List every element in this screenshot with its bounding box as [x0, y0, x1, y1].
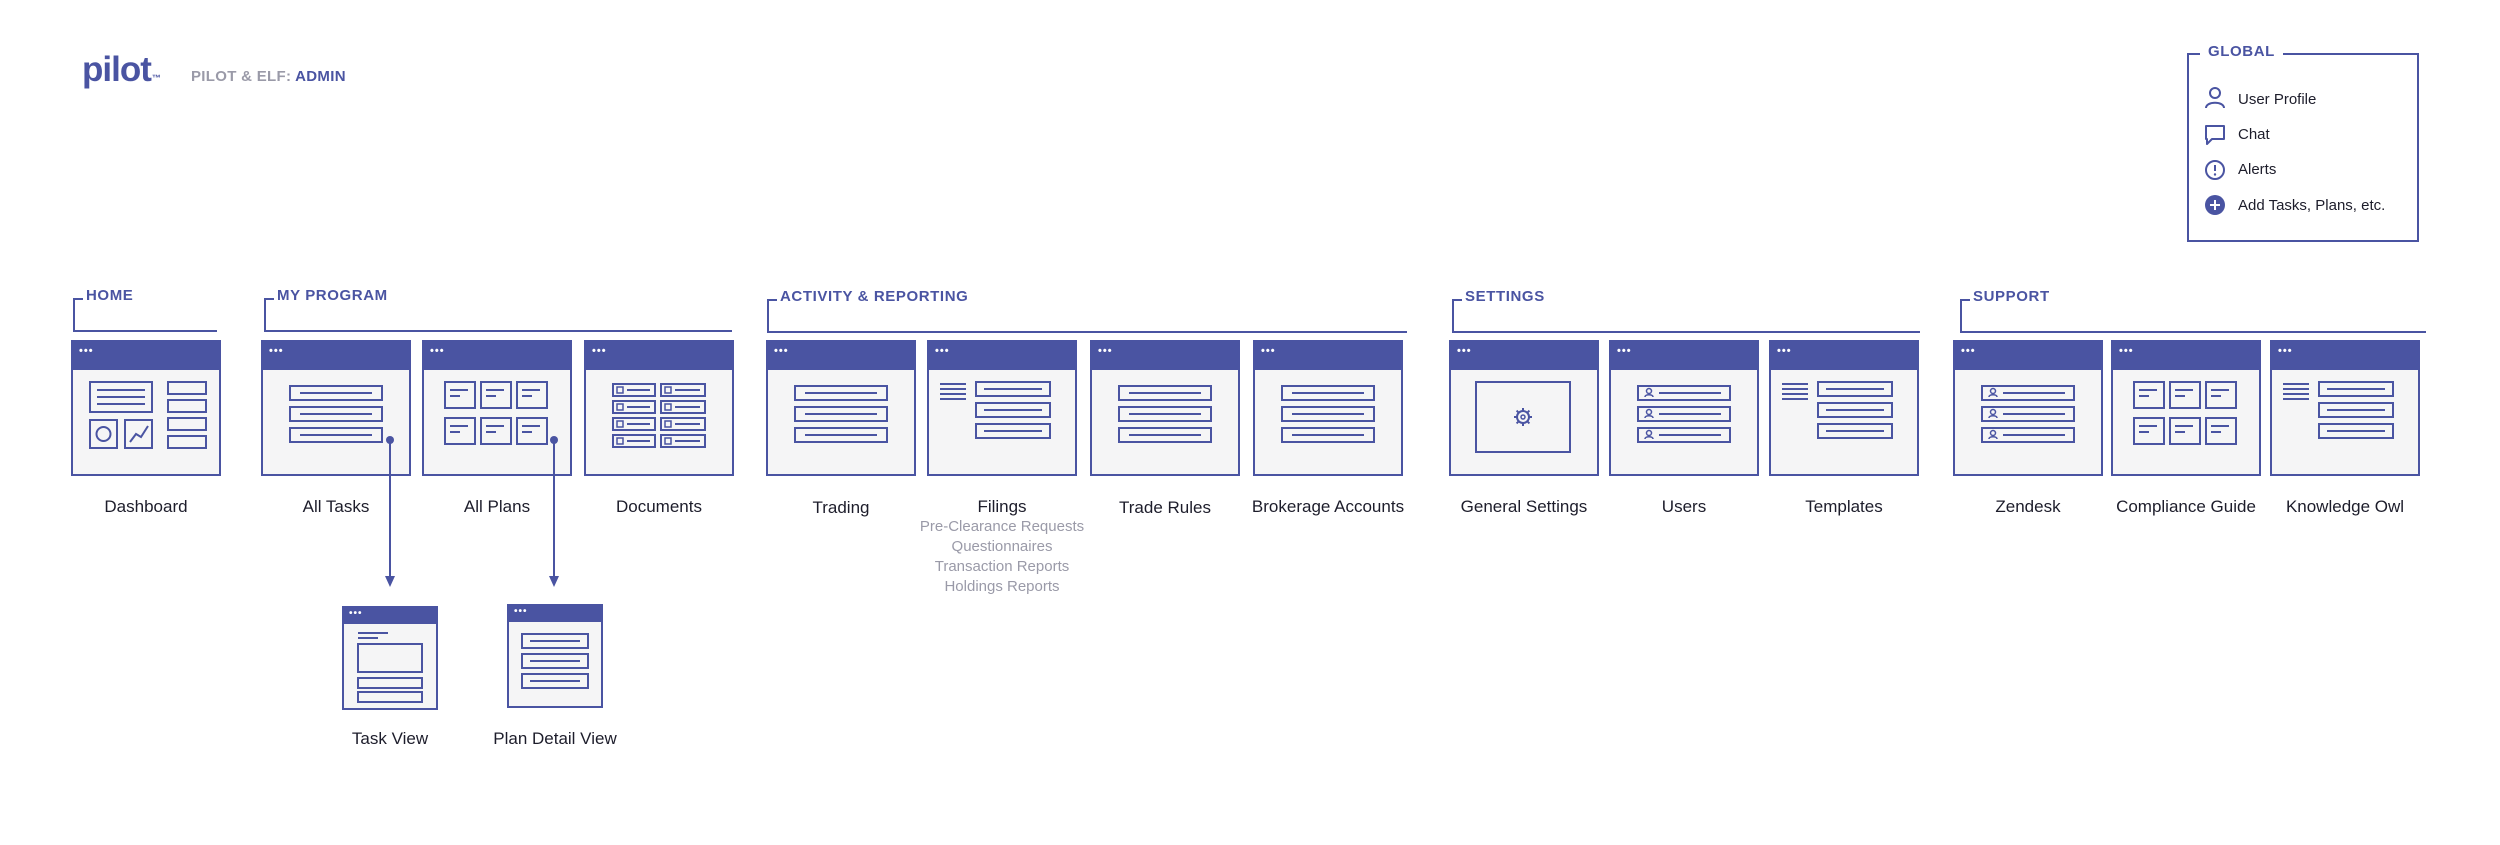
- filings-subitem: Holdings Reports: [944, 578, 1060, 595]
- page-templates[interactable]: •••: [1769, 340, 1919, 476]
- page-label-task-view: Task View: [351, 729, 429, 748]
- page-general-settings[interactable]: •••: [1449, 340, 1599, 476]
- pilot-logo: pilot™: [82, 50, 161, 89]
- page-label-users: Users: [1661, 497, 1707, 516]
- list-wireframe-icon: [289, 385, 383, 443]
- page-brokerage-accounts[interactable]: •••: [1253, 340, 1403, 476]
- sidebar-list-icon: [1782, 381, 1893, 439]
- section-line-support: [1960, 331, 2426, 333]
- section-line-home: [73, 330, 217, 332]
- section-title-my-program: MY PROGRAM: [277, 287, 388, 304]
- section-bracket-settings: [1452, 299, 1462, 331]
- page-all-plans[interactable]: •••: [422, 340, 572, 476]
- page-label-all-plans: All Plans: [463, 497, 531, 516]
- section-title-home: HOME: [86, 287, 134, 304]
- user-icon[interactable]: [2204, 86, 2226, 110]
- page-all-tasks[interactable]: •••: [261, 340, 411, 476]
- list-wireframe-icon: [794, 385, 888, 443]
- page-users[interactable]: •••: [1609, 340, 1759, 476]
- global-item-alerts[interactable]: Alerts: [2238, 161, 2277, 178]
- page-label-compliance-guide: Compliance Guide: [2116, 497, 2256, 516]
- page-label-brokerage-accounts: Brokerage Accounts: [1251, 497, 1405, 516]
- section-line-activity: [767, 331, 1407, 333]
- filings-subitem: Transaction Reports: [934, 558, 1070, 575]
- connector-arrow: [385, 436, 395, 587]
- page-label-filings: Filings: [977, 497, 1027, 516]
- sidebar-list-icon: [2283, 381, 2394, 439]
- section-line-settings: [1452, 331, 1920, 333]
- user-list-icon: [1981, 385, 2075, 443]
- document-list-icon: [612, 383, 706, 448]
- section-title-activity: ACTIVITY & REPORTING: [780, 288, 969, 305]
- detail-wireframe-icon: [357, 632, 423, 703]
- page-knowledge-owl[interactable]: •••: [2270, 340, 2420, 476]
- connector-arrow: [549, 436, 559, 587]
- global-item-user-profile[interactable]: User Profile: [2238, 91, 2317, 108]
- page-filings[interactable]: •••: [927, 340, 1077, 476]
- page-documents[interactable]: •••: [584, 340, 734, 476]
- section-title-support: SUPPORT: [1973, 288, 2050, 305]
- page-trading[interactable]: •••: [766, 340, 916, 476]
- add-icon[interactable]: [2204, 194, 2226, 216]
- filings-subitem: Pre-Clearance Requests: [919, 518, 1085, 535]
- section-bracket-support: [1960, 299, 1970, 331]
- page-label-templates: Templates: [1805, 497, 1883, 516]
- page-label-plan-detail-view: Plan Detail View: [493, 729, 617, 748]
- sidebar-list-icon: [940, 381, 1051, 439]
- global-title: GLOBAL: [2200, 43, 2283, 60]
- section-line-my-program: [264, 330, 732, 332]
- page-label-dashboard: Dashboard: [104, 497, 188, 516]
- settings-wireframe-icon: [1475, 381, 1571, 453]
- global-panel: [2187, 53, 2419, 242]
- user-list-icon: [1637, 385, 1731, 443]
- section-bracket-home: [73, 298, 83, 330]
- list-wireframe-icon: [1281, 385, 1375, 443]
- list-wireframe-icon: [1118, 385, 1212, 443]
- page-label-knowledge-owl: Knowledge Owl: [2285, 497, 2405, 516]
- global-item-add[interactable]: Add Tasks, Plans, etc.: [2238, 197, 2386, 214]
- page-label-all-tasks: All Tasks: [302, 497, 370, 516]
- dashboard-wireframe-icon: [89, 381, 207, 449]
- gear-icon: [1514, 408, 1532, 426]
- alert-icon[interactable]: [2204, 159, 2226, 181]
- list-wireframe-icon: [521, 633, 589, 689]
- page-trade-rules[interactable]: •••: [1090, 340, 1240, 476]
- grid-wireframe-icon: [444, 381, 548, 445]
- filings-subitem: Questionnaires: [951, 538, 1053, 555]
- page-label-trade-rules: Trade Rules: [1119, 498, 1211, 517]
- page-label-zendesk: Zendesk: [1995, 497, 2061, 516]
- app-subtitle: PILOT & ELF: ADMIN: [191, 68, 346, 85]
- page-label-general-settings: General Settings: [1460, 497, 1588, 516]
- section-bracket-my-program: [264, 298, 274, 330]
- grid-wireframe-icon: [2133, 381, 2237, 445]
- page-zendesk[interactable]: •••: [1953, 340, 2103, 476]
- page-plan-detail-view[interactable]: •••: [507, 604, 603, 708]
- page-label-documents: Documents: [616, 497, 702, 516]
- global-item-chat[interactable]: Chat: [2238, 126, 2270, 143]
- page-task-view[interactable]: •••: [342, 606, 438, 710]
- page-label-trading: Trading: [812, 498, 870, 517]
- section-title-settings: SETTINGS: [1465, 288, 1545, 305]
- section-bracket-activity: [767, 299, 777, 331]
- chat-icon[interactable]: [2204, 124, 2226, 146]
- page-compliance-guide[interactable]: •••: [2111, 340, 2261, 476]
- page-dashboard[interactable]: •••: [71, 340, 221, 476]
